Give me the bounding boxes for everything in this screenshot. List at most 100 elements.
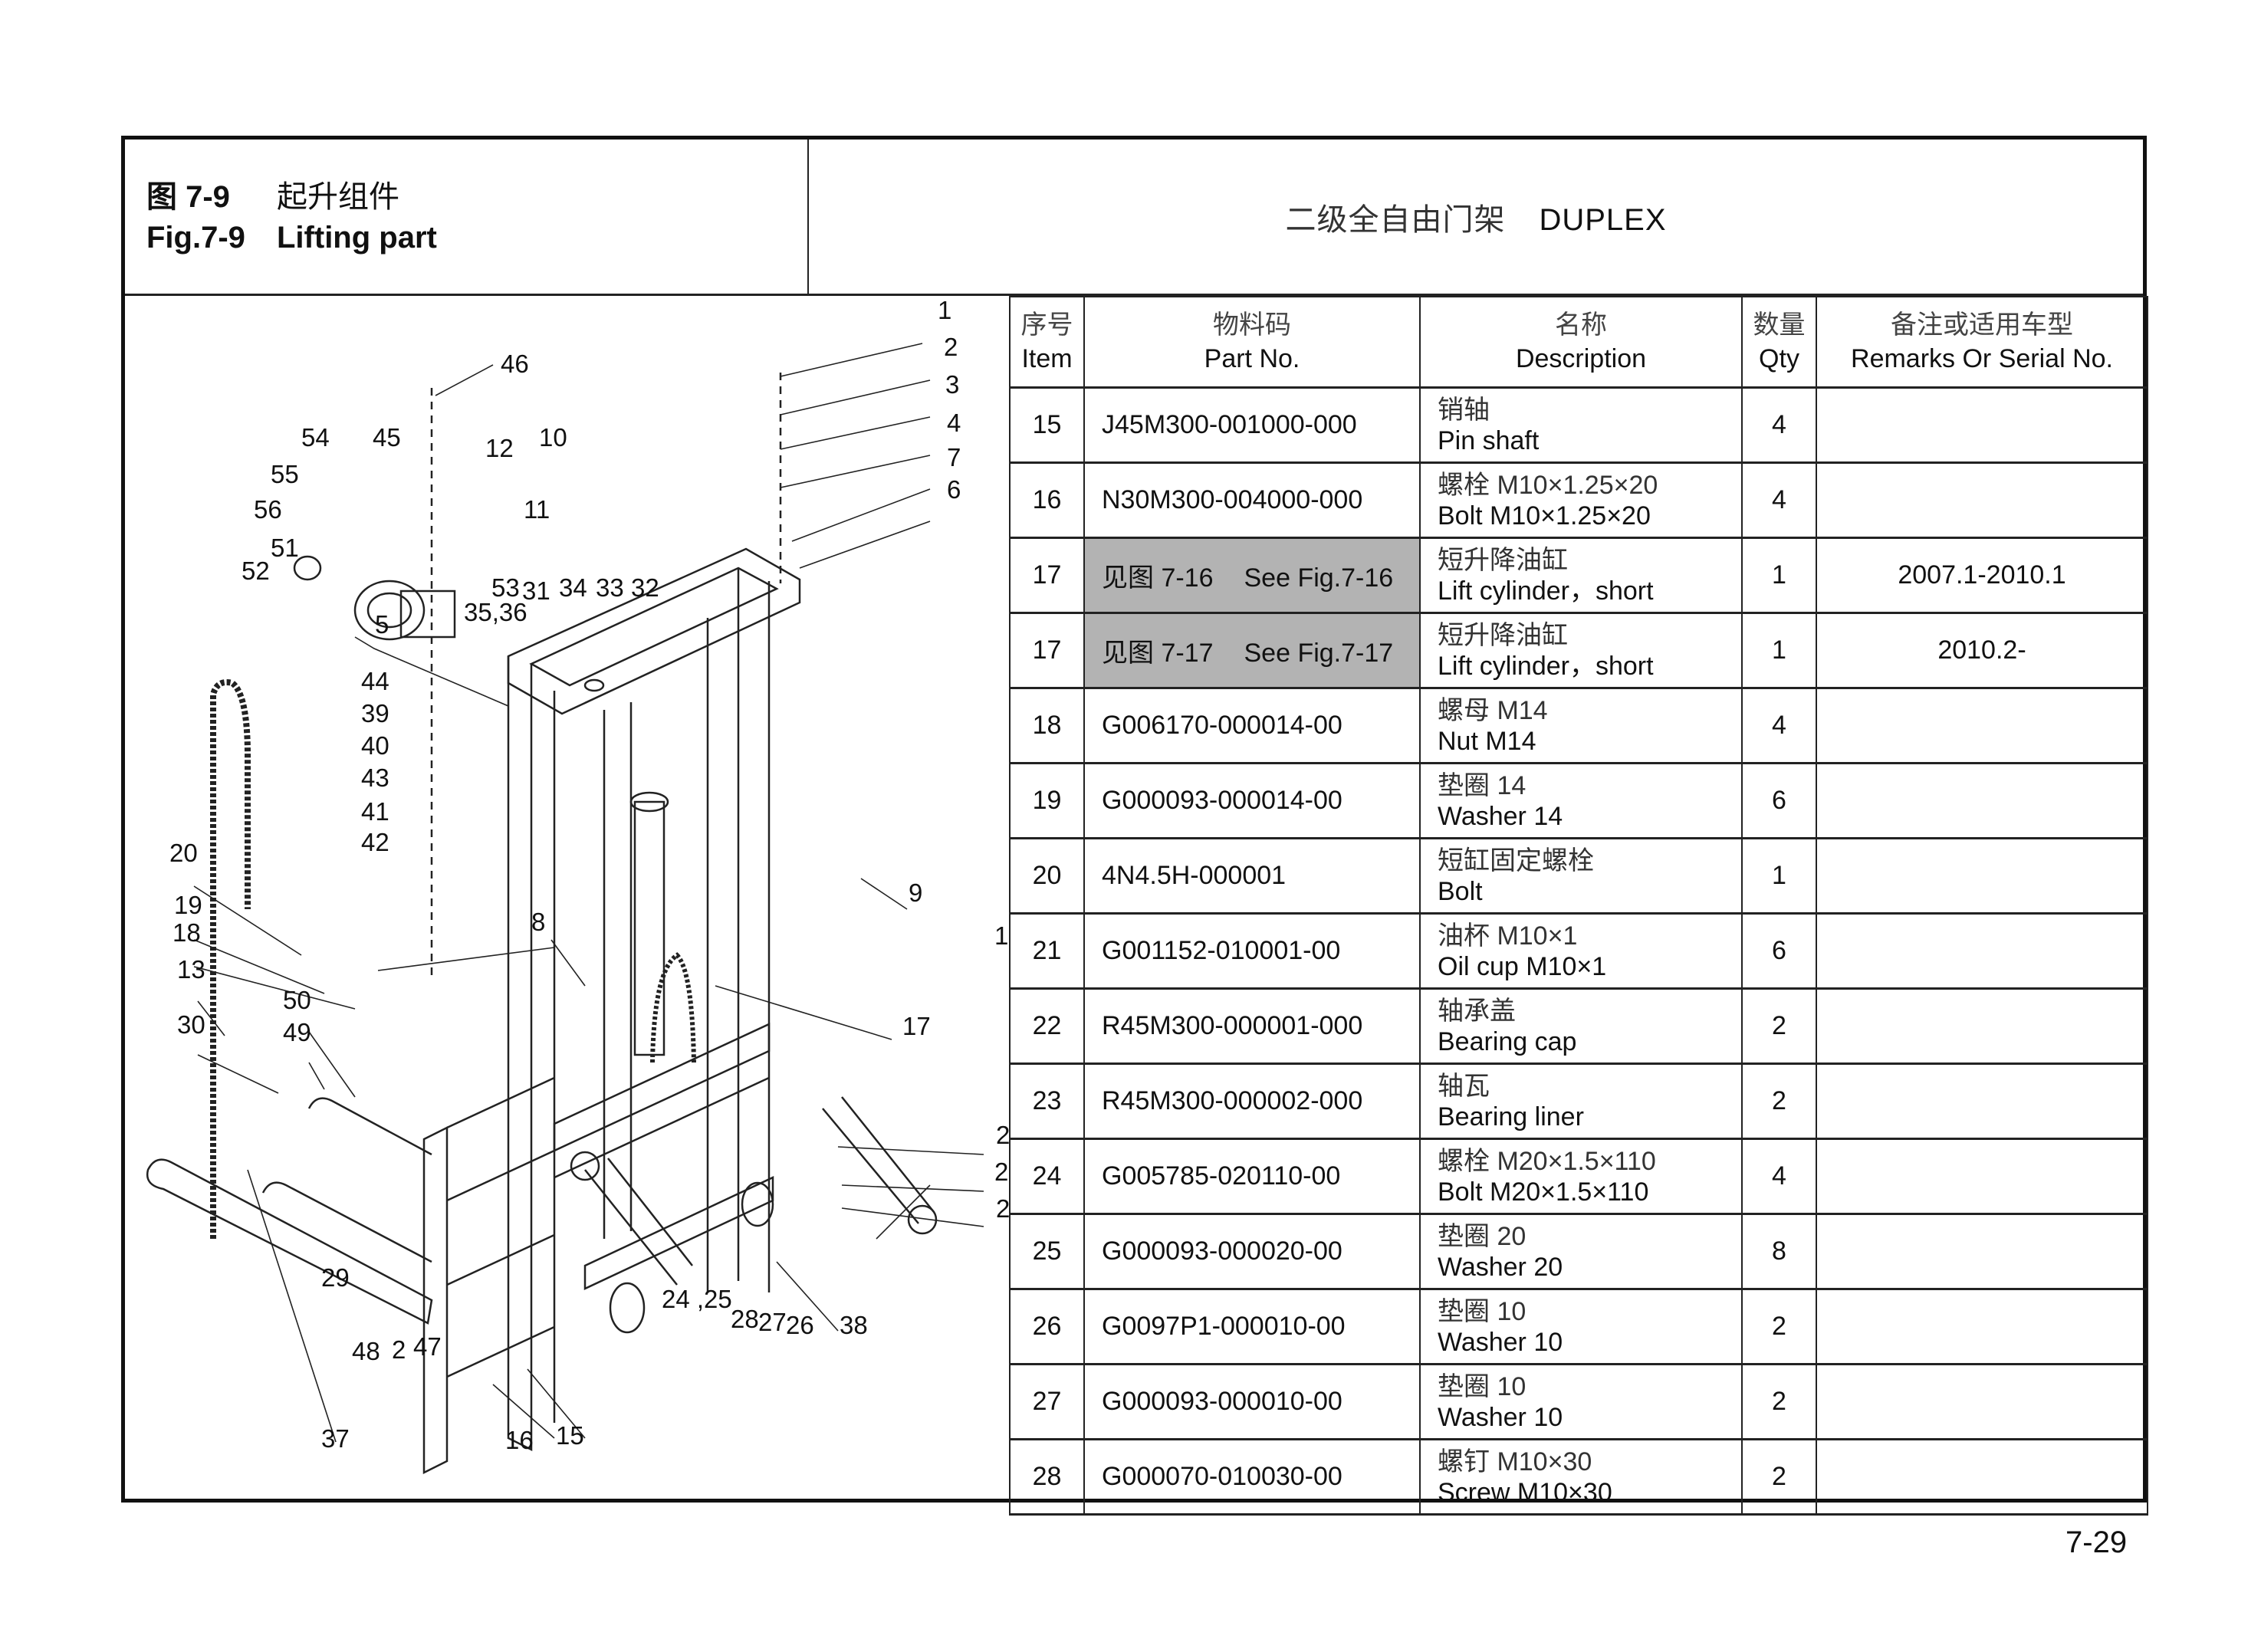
remarks-cell [1816, 687, 2148, 764]
callout-label: 6 [947, 475, 961, 504]
part-no-cell: N30M300-004000-000 [1083, 461, 1421, 539]
callout-label: 41 [361, 797, 389, 826]
callout-label: 18 [173, 918, 201, 947]
part-no-cell: G000093-000010-00 [1083, 1363, 1421, 1440]
callout-label: 29 [321, 1263, 350, 1292]
item-cell: 28 [1009, 1438, 1085, 1516]
item-cell: 27 [1009, 1363, 1085, 1440]
callout-label: 21 [996, 1121, 1009, 1149]
callout-label: 22 [994, 1158, 1009, 1186]
qty-cell: 4 [1741, 1138, 1817, 1215]
callout-label: 24 ,25 [662, 1285, 732, 1313]
part-no-cell: G001152-010001-00 [1083, 912, 1421, 990]
qty-cell: 2 [1741, 1438, 1817, 1516]
callout-label: 23 [996, 1194, 1009, 1223]
figure-name-en: Lifting part [277, 221, 437, 255]
callout-label: 52 [242, 557, 270, 585]
remarks-cell [1816, 461, 2148, 539]
figure-title-block: 图 7-9 起升组件 Fig.7-9 Lifting part [125, 140, 809, 296]
callout-label: 2 [944, 333, 958, 361]
callout-label: 14 [994, 921, 1009, 950]
qty-cell: 2 [1741, 987, 1817, 1065]
callout-label: 39 [361, 699, 389, 727]
figure-number-cn: 图 7-9 [146, 180, 230, 214]
callout-label: 7 [947, 443, 961, 471]
callout-label: 40 [361, 731, 389, 760]
callout-label: 16 [505, 1426, 534, 1454]
callout-label: 54 [301, 423, 330, 452]
item-cell: 25 [1009, 1213, 1085, 1290]
callout-label: 27 [758, 1308, 787, 1336]
callout-label: 50 [283, 986, 311, 1014]
qty-cell: 1 [1741, 537, 1817, 614]
remarks-cell [1816, 912, 2148, 990]
remarks-cell [1816, 987, 2148, 1065]
part-no-cell: G005785-020110-00 [1083, 1138, 1421, 1215]
callout-label: 30 [177, 1010, 205, 1039]
item-cell: 19 [1009, 762, 1085, 839]
callout-label: 48 [352, 1337, 380, 1365]
qty-cell: 4 [1741, 386, 1817, 464]
item-cell: 24 [1009, 1138, 1085, 1215]
callout-label: 13 [177, 955, 205, 984]
figure-number-en: Fig.7-9 [146, 221, 245, 255]
page-number: 7-29 [2065, 1526, 2128, 1559]
callout-label: 31 [522, 576, 550, 605]
remarks-cell [1816, 386, 2148, 464]
callout-label: 20 [169, 839, 198, 867]
item-cell: 18 [1009, 687, 1085, 764]
remarks-cell [1816, 1288, 2148, 1365]
remarks-cell [1816, 1062, 2148, 1140]
qty-cell: 6 [1741, 762, 1817, 839]
figure-title-en: Fig.7-9 Lifting part [146, 221, 437, 255]
callout-label: 11 [524, 495, 550, 524]
remarks-cell [1816, 1138, 2148, 1215]
callout-label: 55 [271, 460, 299, 488]
qty-cell: 1 [1741, 837, 1817, 915]
remarks-cell [1816, 762, 2148, 839]
callout-label: 10 [539, 423, 567, 452]
part-no-cell: 4N4.5H-000001 [1083, 837, 1421, 915]
callout-label: 53 [491, 573, 520, 602]
figure-title-cn: 图 7-9 起升组件 [146, 172, 399, 216]
item-cell: 20 [1009, 837, 1085, 915]
item-cell: 15 [1009, 386, 1085, 464]
callout-label: 43 [361, 764, 389, 792]
callout-label: 32 [631, 573, 659, 602]
callout-label: 49 [283, 1018, 311, 1046]
item-cell: 21 [1009, 912, 1085, 990]
remarks-cell [1816, 1438, 2148, 1516]
callout-label: 56 [254, 495, 282, 524]
callout-label: 19 [174, 891, 202, 919]
model-name-en: DUPLEX [1539, 202, 1667, 237]
item-cell: 23 [1009, 1062, 1085, 1140]
item-cell: 26 [1009, 1288, 1085, 1365]
callout-label: 1 [938, 296, 951, 324]
figure-name-cn: 起升组件 [277, 180, 399, 214]
